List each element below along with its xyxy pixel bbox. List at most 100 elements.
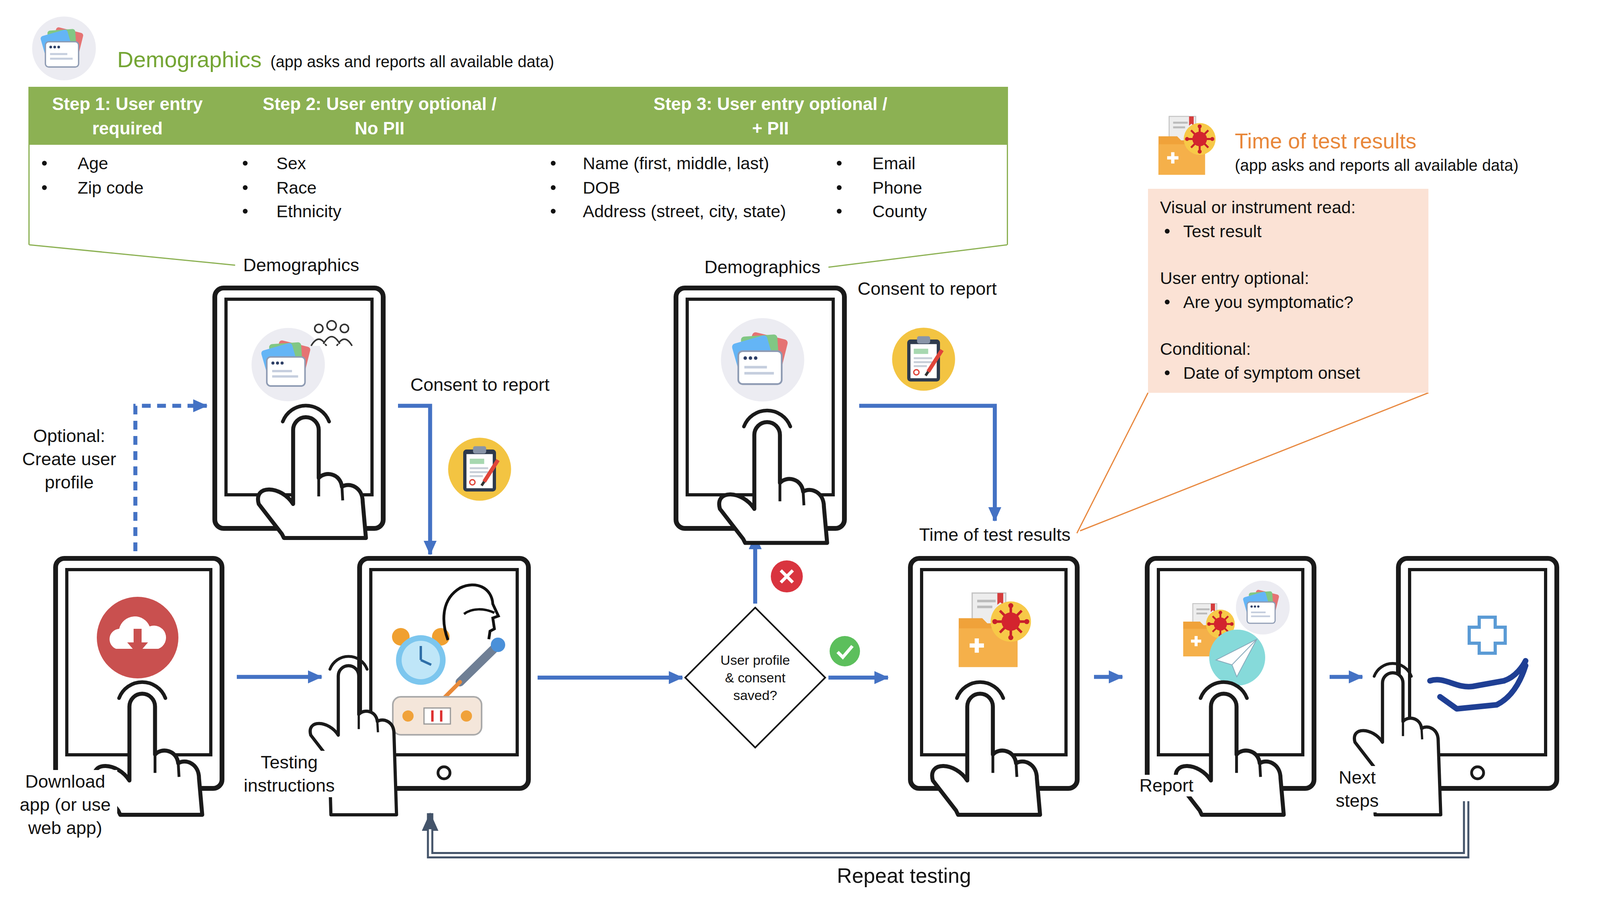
leader-line bbox=[1076, 392, 1148, 534]
demographics-icon bbox=[32, 16, 96, 80]
field-row: Test result bbox=[1160, 219, 1417, 244]
rejected-mark bbox=[780, 570, 793, 583]
bullet bbox=[550, 160, 556, 166]
accepted-mark bbox=[829, 636, 860, 667]
field-heading: Visual or instrument read: bbox=[1160, 195, 1417, 220]
touch-ripple bbox=[282, 405, 330, 422]
tablet-label: Download app (or use web app) bbox=[13, 770, 118, 840]
flow-arrow bbox=[1094, 674, 1123, 679]
testing-icons bbox=[431, 710, 434, 722]
list-item: Email bbox=[872, 153, 916, 174]
flow-arrow bbox=[1329, 676, 1363, 678]
hand-detail bbox=[992, 754, 1017, 777]
list-item: Address (street, city, state) bbox=[582, 201, 786, 222]
flow-arrow bbox=[537, 677, 683, 678]
callout-title: Time of test results bbox=[1234, 128, 1417, 154]
flow-arrow bbox=[755, 535, 756, 604]
hand-outline bbox=[719, 422, 828, 543]
accepted-mark bbox=[829, 636, 860, 667]
tablet-label: Demographics bbox=[701, 256, 824, 278]
list-item: Phone bbox=[872, 177, 922, 198]
report-screen-icon bbox=[1232, 639, 1257, 665]
list-item: Name (first, middle, last) bbox=[582, 153, 770, 174]
field-group: User entry optional:Are you symptomatic? bbox=[1160, 266, 1417, 314]
field-row: Date of symptom onset bbox=[1160, 360, 1417, 385]
edge-label: Optional: Create user profile bbox=[19, 424, 120, 494]
tablet-label: Time of test results bbox=[916, 524, 1074, 546]
testing-icons bbox=[440, 710, 443, 722]
testing-icons bbox=[402, 710, 414, 722]
tablet-frame bbox=[908, 556, 1080, 791]
tablet-frame bbox=[357, 556, 531, 791]
optional-arrow bbox=[135, 405, 207, 552]
header-cell: Step 3: User entry optional / + PII bbox=[532, 86, 1008, 145]
demographics-screen-icon bbox=[251, 328, 325, 402]
bullet bbox=[550, 208, 556, 214]
optional-arrow bbox=[135, 405, 207, 552]
field-item: Test result bbox=[1183, 219, 1417, 244]
results-screen-icon bbox=[958, 593, 1032, 668]
list-item: County bbox=[872, 201, 927, 222]
touch-ripple bbox=[744, 410, 791, 427]
field-group: Visual or instrument read:Test result bbox=[1160, 195, 1417, 244]
results-icon bbox=[1158, 116, 1216, 175]
rejected-mark bbox=[780, 570, 793, 583]
home-button bbox=[438, 766, 450, 779]
diamond-outline bbox=[685, 607, 826, 748]
testing-icons bbox=[460, 644, 498, 682]
tablet-frame bbox=[673, 285, 847, 531]
testing-icons bbox=[419, 646, 422, 660]
pointing-hand bbox=[932, 682, 1040, 815]
bullet bbox=[836, 208, 842, 214]
tablet-frame bbox=[1396, 556, 1560, 791]
demographics-panel: Demographics(app asks and reports all av… bbox=[28, 86, 1008, 245]
header-text: Step 2: User entry optional / No PII bbox=[255, 91, 504, 141]
leader-line bbox=[1080, 392, 1429, 531]
demographics-screen-icon bbox=[720, 318, 804, 402]
bullet bbox=[42, 160, 47, 166]
accepted-mark bbox=[837, 646, 853, 658]
tablet-label: Testing instructions bbox=[231, 750, 348, 798]
list-item: Ethnicity bbox=[276, 201, 342, 222]
bullet bbox=[1164, 299, 1170, 305]
testing-icons bbox=[420, 660, 432, 665]
hand-detail bbox=[1402, 721, 1422, 740]
touch-ripple bbox=[1200, 682, 1247, 698]
touch-ripple bbox=[119, 682, 166, 698]
callout-subtitle: (app asks and reports all available data… bbox=[1234, 156, 1519, 175]
step-column: Step 2: User entry optional / No PIISexR… bbox=[226, 86, 533, 245]
report-screen-icon bbox=[1236, 580, 1290, 635]
bullet bbox=[242, 160, 248, 166]
list-item: Age bbox=[77, 153, 109, 174]
consent-icon bbox=[448, 437, 511, 501]
results-screen-icon bbox=[958, 593, 1032, 668]
testing-icons bbox=[424, 708, 451, 724]
edge-label: Consent to report bbox=[855, 278, 1000, 300]
flow-arrow bbox=[753, 535, 758, 604]
list-item: Race bbox=[276, 177, 317, 198]
list-item: Zip code bbox=[77, 177, 144, 198]
field-heading: User entry optional: bbox=[1160, 266, 1417, 290]
testing-icons bbox=[444, 584, 499, 640]
download-icon bbox=[96, 596, 179, 679]
field-row: Are you symptomatic? bbox=[1160, 290, 1417, 314]
hand-outline bbox=[258, 417, 366, 538]
tablet-screen-node: Demographics bbox=[673, 285, 847, 531]
flow-arrow bbox=[1094, 676, 1123, 678]
hand-outline bbox=[932, 693, 1040, 815]
tablet-frame bbox=[1144, 556, 1317, 791]
flow-arrow bbox=[236, 676, 322, 678]
report-screen-icon bbox=[1209, 629, 1266, 686]
header-text: Step 1: User entry required bbox=[35, 91, 220, 141]
results-icon bbox=[1158, 116, 1216, 175]
flow-arrow bbox=[1329, 674, 1363, 679]
tablet-label: Demographics bbox=[240, 254, 363, 276]
report-screen-icon bbox=[1216, 639, 1257, 677]
demographics-screen-icon bbox=[311, 320, 352, 346]
leader-line bbox=[29, 244, 236, 266]
tablet-screen-node: Report bbox=[1144, 556, 1317, 791]
tablet-screen-node: Download app (or use web app) bbox=[53, 556, 225, 791]
hand-detail bbox=[155, 754, 180, 777]
bullet bbox=[42, 185, 47, 190]
results-callout: Time of test results(app asks and report… bbox=[1148, 188, 1429, 393]
